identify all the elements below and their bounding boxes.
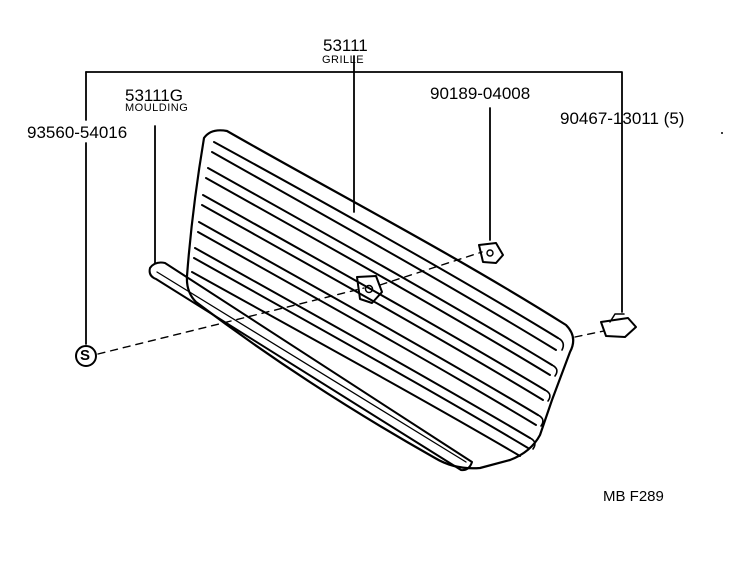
grille-part-number: 53111 — [323, 36, 368, 55]
clip-lower-icon — [600, 317, 637, 338]
screw-symbol-label: S — [80, 347, 91, 364]
clip-lower-part-number: 90467-13011 (5) — [560, 109, 685, 128]
grille-part-name: GRILLE — [322, 54, 365, 66]
clip-upper-icon — [478, 242, 504, 264]
leader-lines — [85, 55, 623, 345]
stray-mark — [721, 132, 723, 134]
moulding-part-number: 53111G — [125, 86, 183, 105]
grille-slat-ends — [529, 337, 565, 450]
clip-upper-part-number: 90189-04008 — [430, 84, 531, 103]
dashed-alignment-lines — [97, 251, 605, 355]
diagram-code: MB F289 — [603, 488, 664, 505]
grille-frame — [185, 129, 575, 470]
screw-symbol-circle — [75, 345, 97, 367]
moulding-strip — [148, 261, 473, 472]
screw-part-number: 93560-54016 — [27, 123, 128, 142]
grille-center-clip — [356, 275, 383, 304]
moulding-part-name: MOULDING — [125, 102, 189, 114]
